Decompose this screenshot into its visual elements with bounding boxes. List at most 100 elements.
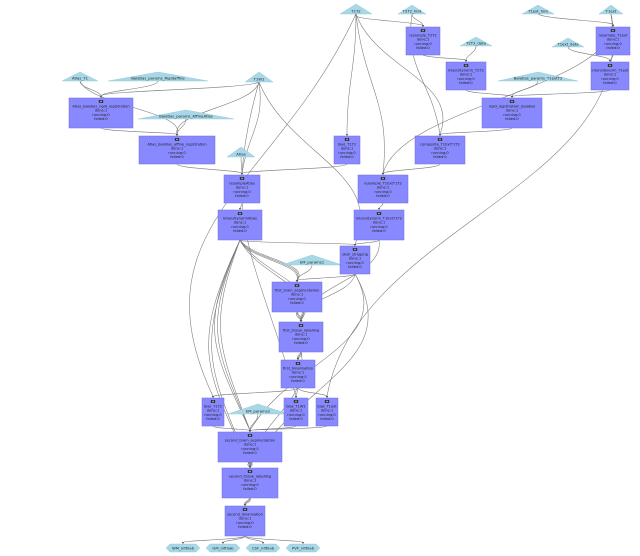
edge-composite-to-resample_t1_ext <box>382 163 441 174</box>
arrowhead <box>221 542 225 544</box>
task-node-second_brain_seg[interactable]: second_brain_segmentationdone:1running:0… <box>217 431 283 463</box>
gear-icon <box>247 434 253 437</box>
input-node-balatlas_params_affine[interactable]: Balatlas_params_AffineAtlas <box>137 109 235 120</box>
input-label: Balatlas_params_AffineAtlas <box>159 113 213 118</box>
task-running-count: running:0 <box>92 113 110 117</box>
input-node-T2T2_data[interactable]: T2T2_data <box>459 36 493 47</box>
task-node-first_tissue[interactable]: first_tissue_labellingdone:1running:0fai… <box>278 321 324 353</box>
task-failed-count: failed:0 <box>603 81 617 85</box>
task-failed-count: failed:0 <box>459 81 473 85</box>
task-node-atlas_affine[interactable]: Atlas_balatlas_affine_registrationdone:1… <box>138 135 216 165</box>
edge-intensitynorm_t2-to-rigid_registration <box>465 89 513 97</box>
task-failed-count: failed:0 <box>235 194 249 198</box>
input-node-balatlas_params_t1ext[interactable]: Balatlas_params_T1extT2 <box>497 71 579 82</box>
arrowhead <box>295 280 299 282</box>
input-triangle <box>281 254 343 266</box>
output-label: WM_niftilab <box>172 545 195 550</box>
edge-resample_t1_ext-to-intensitynorm_t1_ext <box>378 202 384 209</box>
task-done-count: done:1 <box>244 479 256 483</box>
edge-first_tissue-to-first_binarisation <box>297 351 302 359</box>
task-node-atlas_rigid[interactable]: Atlas_balatlas_rigid_registrationdone:1r… <box>68 97 134 129</box>
task-failed-count: failed:0 <box>289 417 303 421</box>
input-node-T1ext_data[interactable]: T1ext_data <box>551 37 585 48</box>
input-node-em_params2[interactable]: EM_params2 <box>227 403 289 415</box>
task-node-intensitynorm_t1_ext[interactable]: intensitynorm_T1ExtT1T2done:1running:0fa… <box>353 209 405 241</box>
task-running-count: running:0 <box>241 447 259 451</box>
arrowhead <box>181 542 185 544</box>
input-node-T1_ext_hint[interactable]: T1ext_hint <box>521 4 555 15</box>
task-running-count: running:0 <box>346 261 364 265</box>
edge-T1T2-to-composite <box>355 13 444 135</box>
task-running-count: running:0 <box>374 190 392 194</box>
edge-intensitynorm_atlas-to-second_brain_seg <box>214 239 251 431</box>
edge-T1T2-to-resample_t2 <box>354 13 424 26</box>
task-node-first_binarisation[interactable]: first_binarisationdone:1running:0failed:… <box>280 359 316 389</box>
task-running-count: running:0 <box>204 413 222 417</box>
input-node-em_params1[interactable]: EM_params1 <box>281 254 343 266</box>
input-label: T1W1 <box>253 76 265 81</box>
output-shape <box>285 543 321 553</box>
input-triangle <box>521 4 555 15</box>
task-node-intensitynorm_t2[interactable]: intensitynorm_T2T2done:1running:0failed:… <box>445 61 487 91</box>
arrowhead <box>421 25 425 27</box>
task-node-intensitynorm_atlas[interactable]: intensitynormAtlasdone:1running:0failed:… <box>217 209 263 241</box>
output-node-csf[interactable]: CSF_niftilab <box>245 543 281 553</box>
gear-icon <box>380 177 386 180</box>
arrowhead <box>211 396 215 398</box>
edge-balatlas_params_rigid-to-atlas_rigid <box>100 80 159 97</box>
task-done-count: done:1 <box>417 38 429 42</box>
edge-intensitynorm_atlas-to-second_brain_seg <box>217 239 251 431</box>
task-failed-count: failed:0 <box>243 487 257 491</box>
edge-resample_atlas-to-intensitynorm_atlas <box>239 202 243 209</box>
edge-first_binarisation-to-bias_t1t2_b <box>212 387 299 397</box>
edge-atlas-to-resample_atlas <box>240 156 243 174</box>
edge-bias_t1ext-to-second_brain_seg <box>249 425 328 431</box>
edge-skull_stripping-to-first_tissue <box>300 273 356 321</box>
gear-icon <box>293 400 299 403</box>
task-name: first_brain_segmentation <box>275 289 320 293</box>
input-node-T1_ext[interactable]: T1ext <box>598 4 624 15</box>
input-node-atlas_T1[interactable]: Atlas_T1 <box>61 71 99 82</box>
task-box <box>315 397 339 427</box>
task-node-second_binarisation[interactable]: second_binarisationdone:1running:0failed… <box>224 505 266 537</box>
task-failed-count: failed:0 <box>348 265 362 269</box>
arrowhead <box>243 504 247 506</box>
input-label: T2T2_hint <box>402 8 422 13</box>
input-node-atlas[interactable]: Atlas <box>226 146 256 158</box>
task-running-count: running:0 <box>318 413 336 417</box>
task-name: second_tissue_labelling <box>229 475 271 479</box>
task-node-intensitynorm_t1ext[interactable]: intensitynorm_T1extdone:1running:0failed… <box>590 61 630 91</box>
task-node-first_brain_seg[interactable]: first_brain_segmentationdone:1running:0f… <box>271 281 323 313</box>
task-done-count: done:1 <box>295 333 307 337</box>
input-node-balatlas_params_rigid[interactable]: Balatlas_params_Rigidaffine <box>107 71 209 82</box>
output-node-pvf[interactable]: PVF_niftilab <box>285 543 321 553</box>
output-node-gm[interactable]: GM_niftilab <box>205 543 241 553</box>
edge-second_tissue-to-second_binarisation <box>244 497 251 505</box>
gear-icon <box>237 212 243 215</box>
task-failed-count: failed:0 <box>340 155 354 159</box>
input-node-T2T2_hint[interactable]: T2T2_hint <box>397 4 427 15</box>
edge-intensitynorm_atlas-to-first_brain_seg <box>239 239 299 281</box>
task-running-count: running:0 <box>292 337 310 341</box>
task-name: Atlas_balatlas_affine_registration <box>147 143 206 147</box>
output-node-wm[interactable]: WM_niftilab <box>165 543 201 553</box>
task-running-count: running:0 <box>231 225 249 229</box>
input-node-T1W1[interactable]: T1W1 <box>244 71 274 83</box>
input-label: Atlas <box>236 151 245 156</box>
input-node-T1T2[interactable]: T1T2 <box>339 3 373 15</box>
task-node-resample_t1_ext[interactable]: resample_T1ExtT1T2done:1running:0failed:… <box>357 174 409 204</box>
task-node-rigid_registration[interactable]: rigid_registration_balatlasdone:1running… <box>481 97 543 129</box>
task-done-count: done:1 <box>244 443 256 447</box>
task-node-second_tissue[interactable]: second_tissue_labellingdone:1running:0fa… <box>221 467 279 499</box>
arrowhead <box>238 208 242 210</box>
task-node-composite[interactable]: composite_T1ExtT1T2done:1running:0failed… <box>414 135 466 165</box>
